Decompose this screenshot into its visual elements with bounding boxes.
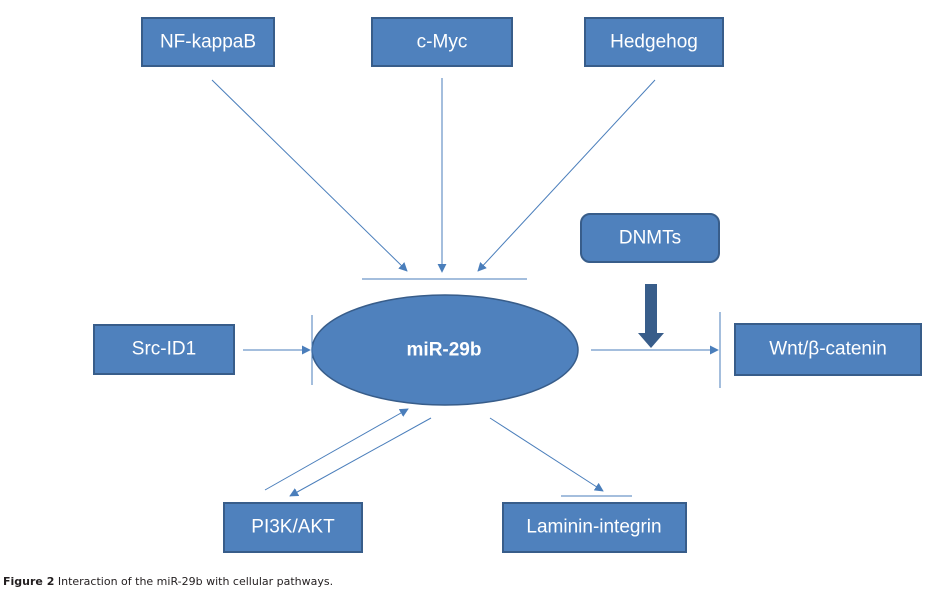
edge-pi3k-to-mir29b xyxy=(264,408,409,491)
node-label: DNMTs xyxy=(619,228,681,249)
figure-label: Figure 2 xyxy=(3,575,55,588)
node-label: Src-ID1 xyxy=(132,339,196,360)
node-pi3k: PI3K/AKT xyxy=(223,502,363,553)
node-label: NF-kappaB xyxy=(160,32,256,53)
node-hedgehog: Hedgehog xyxy=(584,17,724,67)
node-cmyc: c-Myc xyxy=(371,17,513,67)
node-label: Wnt/β-catenin xyxy=(769,339,887,360)
edge-mir29b-to-pi3k xyxy=(289,417,432,497)
node-label: PI3K/AKT xyxy=(251,517,335,538)
node-nfkappab: NF-kappaB xyxy=(141,17,275,67)
dnmts-block-arrow xyxy=(638,284,664,348)
edge-nfkappab-to-mir29b xyxy=(211,79,408,272)
edge-hedgehog-to-mir29b xyxy=(477,79,656,272)
caption-text: Interaction of the miR-29b with cellular… xyxy=(54,575,334,588)
center-label: miR-29b xyxy=(407,340,482,361)
edge-mir29b-to-laminin xyxy=(489,417,604,492)
node-label: c-Myc xyxy=(417,32,468,53)
node-wnt: Wnt/β-catenin xyxy=(734,323,922,376)
figure-caption: Figure 2 Interaction of the miR-29b with… xyxy=(3,575,333,588)
node-label: Hedgehog xyxy=(610,32,698,53)
node-label: Laminin-integrin xyxy=(526,517,661,538)
node-srcid1: Src-ID1 xyxy=(93,324,235,375)
node-dnmts: DNMTs xyxy=(580,213,720,263)
node-laminin: Laminin-integrin xyxy=(502,502,687,553)
node-mir29b: miR-29b xyxy=(311,294,579,406)
